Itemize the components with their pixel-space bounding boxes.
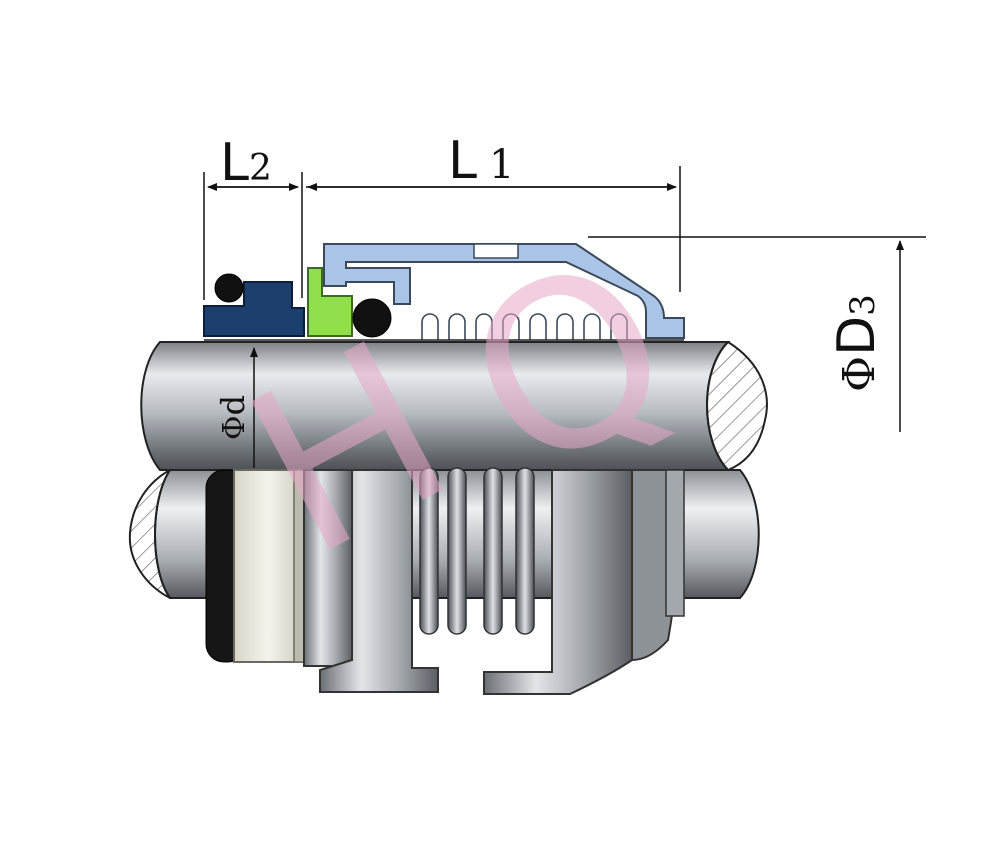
rotating-face xyxy=(307,267,353,337)
label-L2: L2 xyxy=(220,133,272,193)
label-d: Φd xyxy=(214,395,252,440)
retainer-slot xyxy=(473,243,519,259)
stationary-seat xyxy=(203,281,305,337)
shaft-section-hatch-right xyxy=(706,340,768,472)
stationary-seat-3d xyxy=(233,469,303,663)
svg-text:Φd: Φd xyxy=(214,395,252,440)
spring-3d xyxy=(419,467,535,635)
svg-text:ΦD3: ΦD3 xyxy=(827,294,887,392)
dimension-lines xyxy=(203,166,926,468)
seat-oring xyxy=(214,273,244,303)
spring-retainer xyxy=(323,243,685,339)
spring-section xyxy=(421,313,628,340)
rotating-face-3d xyxy=(303,469,353,667)
label-D3: ΦD3 xyxy=(827,294,887,392)
shaft-section-hatch-left xyxy=(128,469,171,599)
face-holder-3d xyxy=(319,469,439,693)
face-oring xyxy=(352,298,392,338)
